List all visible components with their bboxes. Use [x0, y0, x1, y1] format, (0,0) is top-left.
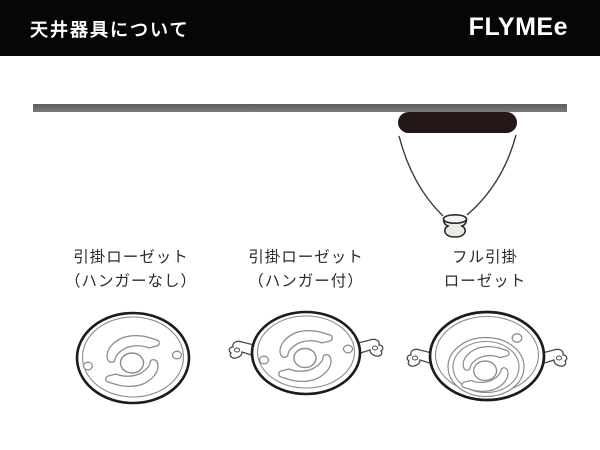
- full-rosette-illustration: [406, 310, 568, 402]
- header-bar: 天井器具について FLYMEe: [0, 0, 600, 56]
- label-line: 引掛ローゼット: [73, 249, 189, 266]
- bayonet-slot-lower: [461, 367, 509, 392]
- label-line: 引掛ローゼット: [248, 249, 364, 266]
- bayonet-slot-lower: [105, 358, 159, 388]
- screw-hole: [342, 344, 354, 354]
- label-line: ローゼット: [443, 273, 527, 290]
- screw-hole: [82, 361, 94, 371]
- diagram-stage: 引掛ローゼット （ハンガーなし） 引掛ローゼット （ハンガー付） フル引掛 ロー…: [0, 56, 600, 450]
- center-hole: [119, 352, 145, 374]
- label-rosette-with-hanger: 引掛ローゼット （ハンガー付）: [206, 246, 406, 294]
- label-line: （ハンガー付）: [248, 273, 364, 290]
- ceiling-line: [33, 104, 567, 112]
- rosette-no-hanger-illustration: [75, 311, 191, 405]
- page-title: 天井器具について: [30, 20, 190, 40]
- screw-hole: [258, 355, 270, 365]
- rosette-with-hanger-illustration: [228, 310, 384, 396]
- label-line: （ハンガーなし）: [64, 273, 197, 290]
- raised-boss-inner: [452, 340, 520, 394]
- center-hole: [473, 360, 498, 382]
- screw-hole: [171, 350, 183, 360]
- center-hole: [293, 347, 317, 369]
- label-full-rosette: フル引掛 ローゼット: [385, 246, 585, 294]
- bayonet-slot-upper: [106, 334, 160, 364]
- pendant-lamp-illustration: [398, 134, 517, 238]
- lamp-canopy: [398, 112, 517, 133]
- screw-hole: [511, 333, 523, 343]
- lamp-socket: [442, 218, 468, 238]
- bayonet-slot-lower: [278, 353, 332, 383]
- bayonet-slot-upper: [279, 329, 333, 359]
- bayonet-slot-upper: [462, 346, 510, 371]
- flymee-logo: FLYMEe: [468, 13, 568, 41]
- label-line: フル引掛: [451, 249, 518, 266]
- label-rosette-no-hanger: 引掛ローゼット （ハンガーなし）: [31, 246, 231, 294]
